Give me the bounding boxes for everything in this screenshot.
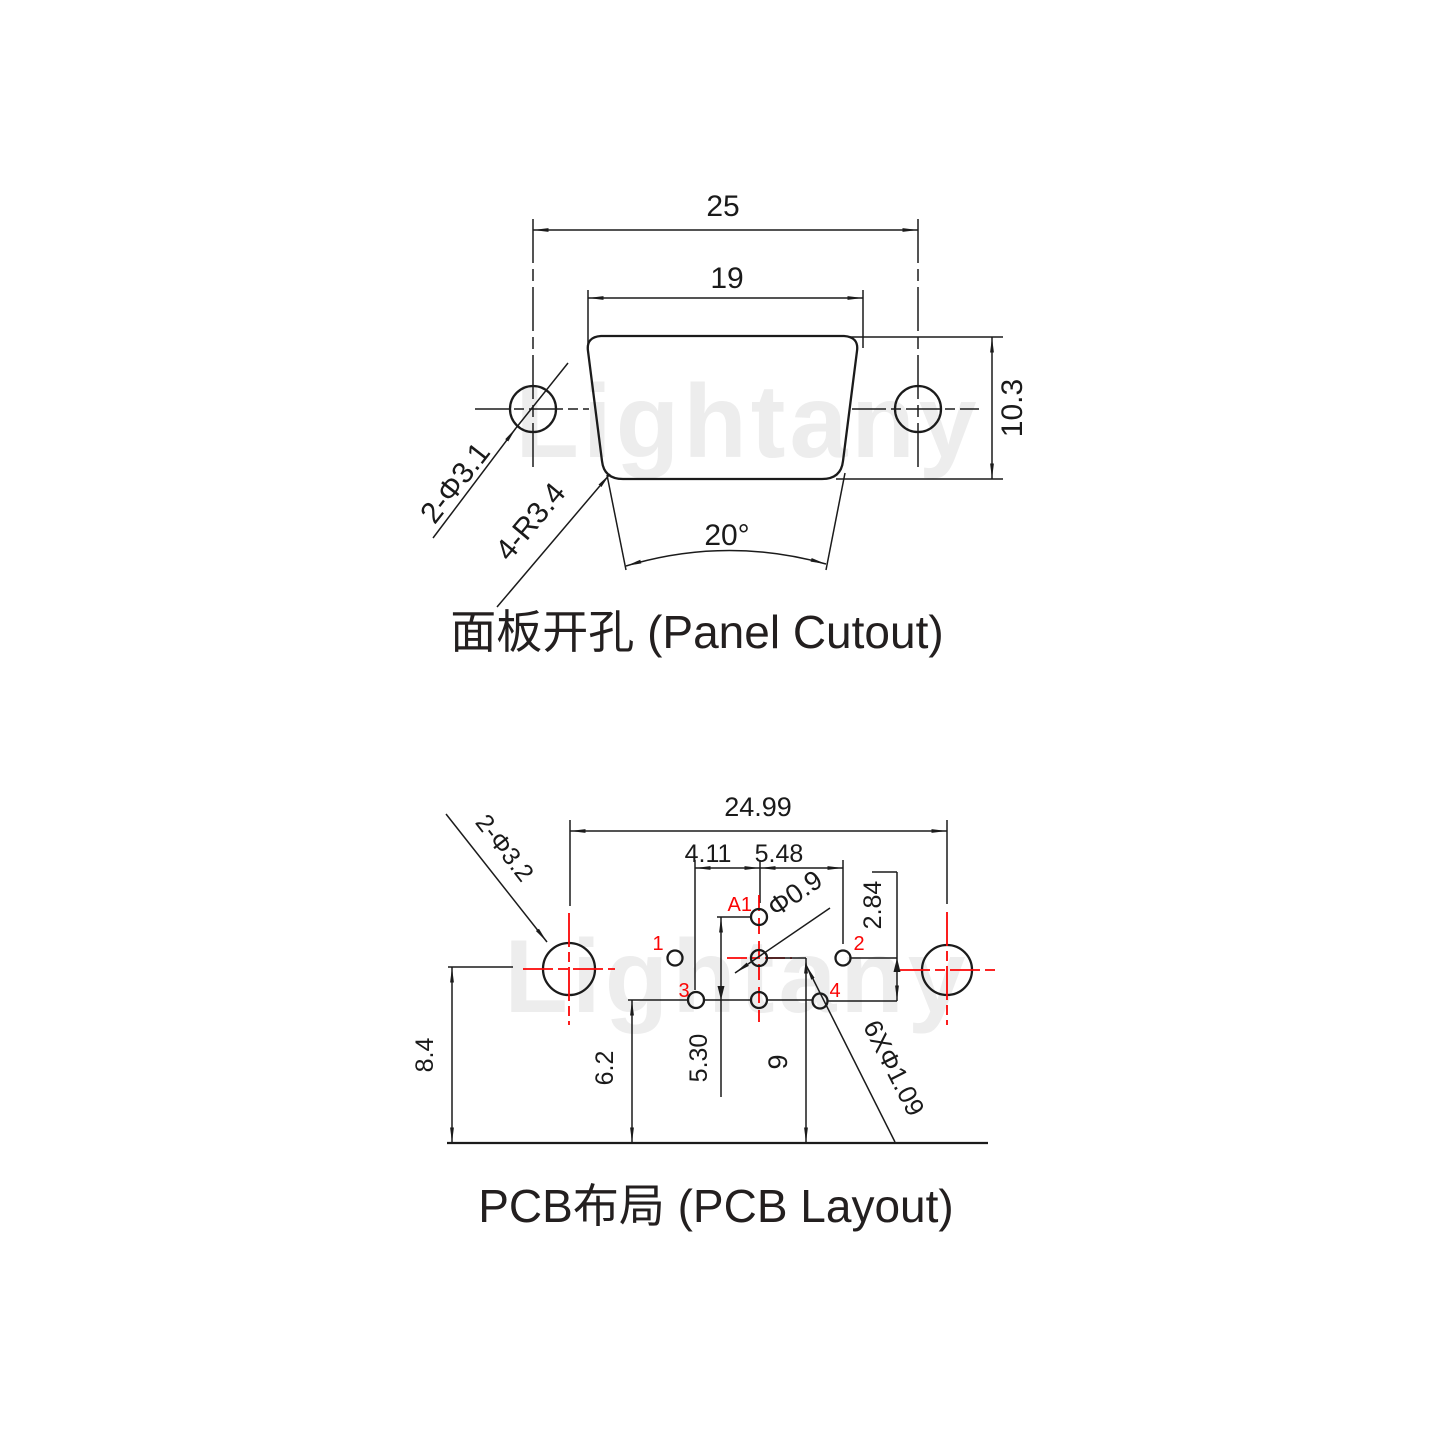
arrowhead [717,986,725,1000]
angle-ext-left [606,474,627,571]
pin-1 [666,949,684,967]
label-center-pin-dia: Φ0.9 [762,864,828,922]
pin-label-4: 4 [829,980,840,1002]
dim-text-8-4: 8.4 [411,1038,439,1073]
leader-corner-radius [496,473,611,608]
watermark-top: Lightany [515,364,980,480]
dim-text-5-48: 5.48 [755,840,804,868]
dim-text-9: 9 [763,1054,793,1069]
dim-text-10-3: 10.3 [996,379,1029,437]
pin-a1 [749,907,769,927]
pin-label-2: 2 [853,933,864,955]
cutout-outline [586,334,859,481]
watermark-bottom: Lightany [504,919,969,1035]
label-pcb-mount-holes: 2-Φ3.2 [470,809,539,887]
dim-text-25: 25 [706,190,739,223]
leader-overshoot [515,362,569,429]
pcb-layout-view: 24.99 4.11 5.48 2-Φ3.2 A1 1 2 [411,792,998,1232]
pin-label-1: 1 [652,933,663,955]
leader-pin-dia [805,964,896,1143]
leader-mount-holes [432,427,517,539]
pcb-layout-caption: PCB布局 (PCB Layout) [478,1180,953,1232]
dim-text-angle: 20° [704,519,749,552]
pin-label-3: 3 [678,980,689,1002]
pin-2 [834,949,852,967]
angle-ext-right [825,472,846,571]
label-corner-radius: 4-R3.4 [489,477,572,567]
dim-text-24-99: 24.99 [724,792,792,822]
arrowhead [893,958,901,972]
leader-pcb-mount-holes [445,813,548,943]
leader-center-pin-dia [734,907,831,974]
pin-label-a1: A1 [728,894,752,916]
dim-text-5-30: 5.30 [685,1034,713,1083]
panel-cutout-caption: 面板开孔 (Panel Cutout) [450,606,943,658]
angle-arc [625,549,827,567]
dim-text-4-11: 4.11 [685,840,732,868]
label-mount-holes: 2-Φ3.1 [414,437,497,530]
dim-text-2-84: 2.84 [859,881,887,930]
dim-text-6-2: 6.2 [591,1051,619,1086]
dim-text-19: 19 [710,262,743,295]
